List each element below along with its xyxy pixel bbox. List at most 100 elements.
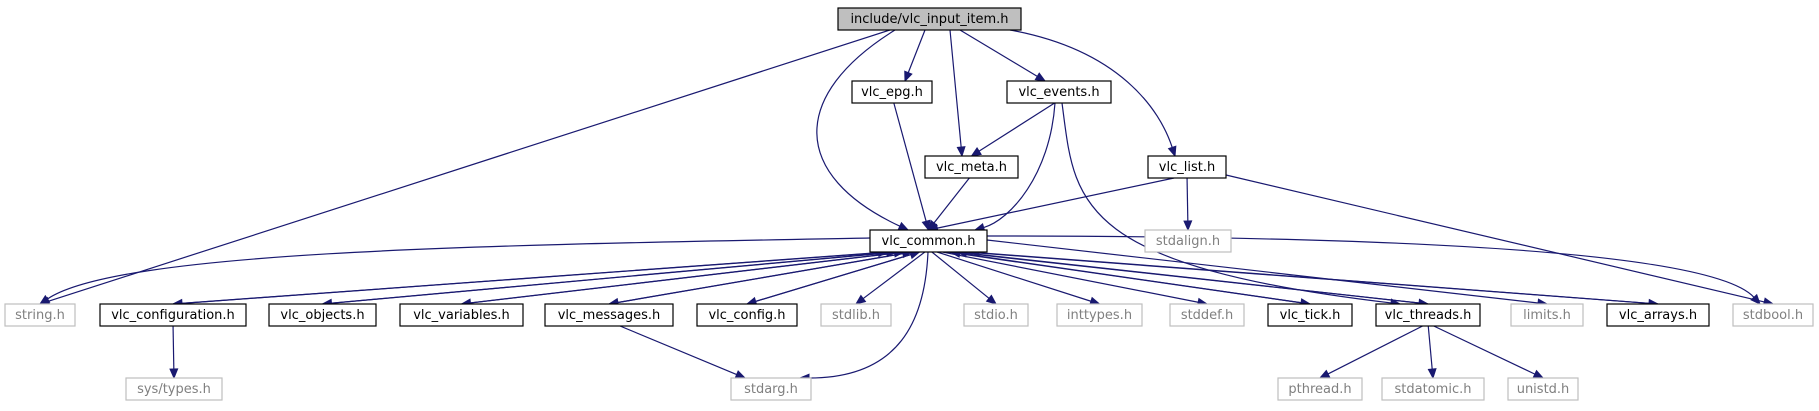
node-box [696, 303, 798, 327]
node-vlc-list[interactable]: vlc_list.h [1147, 155, 1227, 179]
node-label: vlc_epg.h [861, 85, 923, 100]
edge-vlc-configuration-to-sys-types [169, 325, 179, 380]
node-stdarg: stdarg.h [730, 377, 812, 401]
edges-layer [38, 29, 1775, 383]
edge-vlc-epg-to-vlc-common-line [893, 102, 927, 222]
node-box [4, 303, 76, 327]
edge-vlc-input-item-to-vlc-meta-line [949, 29, 962, 148]
edge-vlc-common-to-stdlib-line [862, 251, 926, 300]
node-vlc-common[interactable]: vlc_common.h [869, 229, 988, 253]
node-box [1277, 377, 1363, 401]
edge-vlc-input-item-to-string-line [48, 29, 891, 302]
node-label: vlc_objects.h [280, 308, 364, 323]
edge-vlc-input-item-to-vlc-events [959, 29, 1047, 82]
edge-vlc-common-to-string [38, 237, 871, 305]
edge-vlc-input-item-to-vlc-events-arrowhead [1034, 72, 1047, 82]
edge-vlc-list-to-stdbool-line [1225, 174, 1765, 303]
node-stdalign: stdalign.h [1144, 229, 1232, 253]
edge-vlc-config-to-vlc-common-line [746, 254, 912, 305]
node-label: vlc_arrays.h [1619, 308, 1697, 323]
edge-vlc-input-item-to-vlc-common-arrowhead [897, 221, 910, 231]
edge-vlc-messages-to-stdarg-arrowhead [734, 370, 747, 379]
node-box [399, 303, 524, 327]
node-box [820, 303, 892, 327]
edge-vlc-common-to-stdio [931, 251, 997, 305]
node-vlc-messages[interactable]: vlc_messages.h [544, 303, 674, 327]
edge-vlc-tick-to-vlc-common-line [959, 252, 1311, 305]
node-label: stdarg.h [744, 382, 798, 397]
node-vlc-config[interactable]: vlc_config.h [696, 303, 798, 327]
edge-vlc-epg-to-vlc-common-arrowhead [921, 219, 931, 232]
node-label: stdio.h [974, 308, 1018, 323]
node-label: sys/types.h [137, 382, 211, 397]
node-stdio: stdio.h [963, 303, 1029, 327]
edge-vlc-input-item-to-vlc-epg-arrowhead [904, 70, 913, 83]
node-label: pthread.h [1288, 382, 1351, 397]
node-inttypes: inttypes.h [1056, 303, 1143, 327]
edge-vlc-common-to-stdarg-line [808, 251, 929, 379]
edge-vlc-common-to-vlc-objects [321, 251, 899, 308]
node-box [1375, 303, 1481, 327]
node-vlc-events[interactable]: vlc_events.h [1006, 80, 1112, 104]
edge-vlc-list-to-stdalign [1183, 177, 1193, 232]
node-box [544, 303, 674, 327]
node-box [1169, 303, 1245, 327]
node-vlc-epg[interactable]: vlc_epg.h [851, 80, 933, 104]
node-stdbool: stdbool.h [1732, 303, 1814, 327]
node-label: vlc_list.h [1159, 160, 1215, 175]
edge-vlc-events-to-vlc-common-line [983, 102, 1056, 229]
edge-vlc-common-to-limits [986, 239, 1549, 308]
node-string: string.h [4, 303, 76, 327]
node-vlc-variables[interactable]: vlc_variables.h [399, 303, 524, 327]
edge-vlc-common-to-inttypes-line [936, 251, 1092, 302]
edge-vlc-events-to-vlc-threads-line [1061, 102, 1392, 304]
node-vlc-threads[interactable]: vlc_threads.h [1375, 303, 1481, 327]
node-stdatomic: stdatomic.h [1381, 377, 1485, 401]
edge-vlc-input-item-to-vlc-epg-line [907, 29, 926, 73]
edge-vlc-common-to-vlc-tick [947, 251, 1312, 308]
node-box [1147, 155, 1227, 179]
edge-vlc-threads-to-pthread-line [1327, 325, 1423, 375]
node-sys-types: sys/types.h [125, 377, 223, 401]
node-label: inttypes.h [1067, 308, 1132, 323]
node-vlc-configuration[interactable]: vlc_configuration.h [99, 303, 247, 327]
edge-vlc-variables-to-vlc-common-line [461, 252, 895, 305]
node-label: stddef.h [1181, 308, 1233, 323]
node-label: vlc_events.h [1018, 85, 1099, 100]
edge-vlc-threads-to-vlc-common [956, 248, 1429, 305]
edge-vlc-threads-to-stdatomic-arrowhead [1427, 368, 1437, 380]
edge-vlc-arrays-to-vlc-common-line [978, 252, 1659, 305]
edge-vlc-threads-to-unistd-line [1433, 325, 1536, 375]
node-box [1056, 303, 1143, 327]
node-box [869, 229, 988, 253]
node-box [1267, 303, 1353, 327]
edge-vlc-configuration-to-sys-types-arrowhead [169, 368, 179, 380]
node-vlc-arrays[interactable]: vlc_arrays.h [1606, 303, 1710, 327]
node-label: stdlib.h [832, 308, 880, 323]
node-box [268, 303, 377, 327]
edge-vlc-list-to-vlc-common-line [937, 177, 1175, 229]
node-stddef: stddef.h [1169, 303, 1245, 327]
node-box [837, 7, 1022, 31]
edge-vlc-configuration-to-sys-types-line [172, 325, 175, 370]
node-vlc-input-item[interactable]: include/vlc_input_item.h [837, 7, 1022, 31]
node-label: stdbool.h [1743, 308, 1803, 323]
edge-vlc-common-to-stdlib [854, 251, 926, 305]
edge-vlc-input-item-to-vlc-common-line [816, 29, 901, 227]
edge-vlc-common-to-stdlib-arrowhead [854, 294, 867, 305]
node-vlc-tick[interactable]: vlc_tick.h [1267, 303, 1353, 327]
edge-vlc-list-to-stdalign-line [1186, 177, 1189, 222]
edge-vlc-common-to-vlc-configuration [171, 251, 891, 308]
edge-vlc-threads-to-pthread [1318, 325, 1423, 379]
node-label: stdalign.h [1156, 234, 1220, 249]
node-vlc-meta[interactable]: vlc_meta.h [924, 155, 1019, 179]
edge-vlc-threads-to-vlc-common-line [966, 252, 1429, 305]
node-box [99, 303, 247, 327]
node-label: vlc_threads.h [1385, 308, 1472, 323]
node-box [963, 303, 1029, 327]
node-vlc-objects[interactable]: vlc_objects.h [268, 303, 377, 327]
edge-vlc-common-to-stdio-arrowhead [985, 294, 997, 305]
edge-vlc-messages-to-vlc-common-line [608, 252, 904, 305]
edge-vlc-common-to-string-line [47, 237, 871, 300]
